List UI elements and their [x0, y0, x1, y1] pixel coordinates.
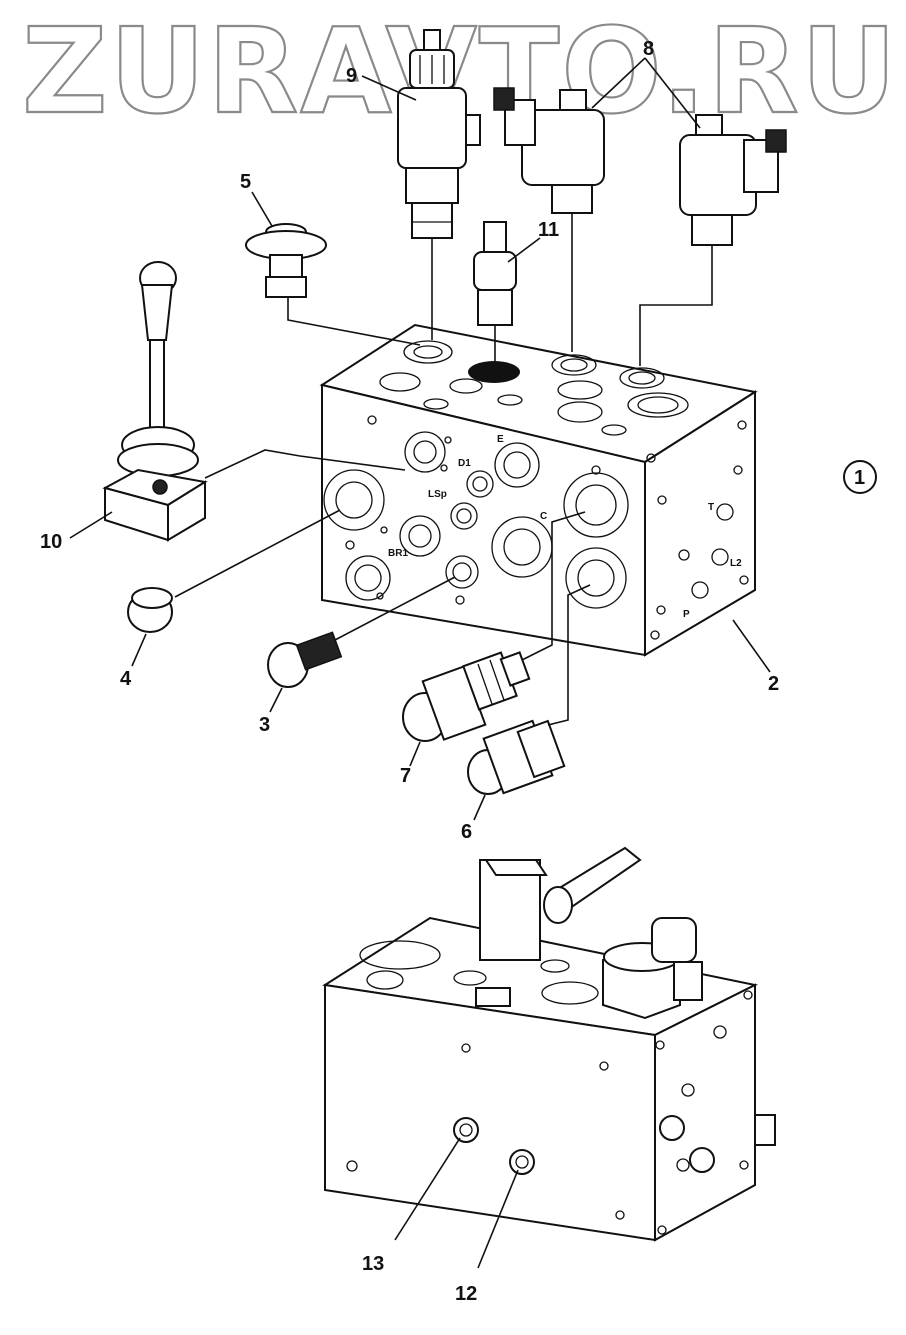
cartridge-valve-3 [267, 576, 456, 688]
assembly-callout: 1 [843, 460, 877, 494]
port-label-c: C [540, 511, 547, 522]
solenoid-valve-9 [397, 29, 481, 340]
port-label-t: T [708, 502, 714, 513]
plug-part-4 [127, 509, 341, 633]
callout-6: 6 [461, 821, 472, 843]
port-label-lsp: LSp [428, 489, 447, 500]
callout-12: 12 [455, 1283, 477, 1305]
plug-part-5 [245, 223, 421, 346]
port-label-d1: D1 [458, 458, 471, 469]
pressure-switch-11 [473, 221, 517, 362]
callout-8: 8 [643, 38, 654, 60]
callout-4: 4 [120, 668, 132, 690]
port-label-p: P [683, 609, 690, 620]
valve-block-top: D1 E LSp C BR1 T P L2 [319, 323, 758, 657]
port-label-l2: L2 [730, 558, 742, 569]
relief-valve-7 [402, 511, 586, 742]
callout-7: 7 [400, 765, 411, 787]
hand-lever-10 [102, 261, 406, 542]
callout-1: 1 [854, 467, 865, 489]
solenoid-valve-8a [493, 87, 605, 352]
leader-lines [69, 57, 771, 821]
solenoid-valve-8b [639, 114, 787, 366]
port-label-br1: BR1 [388, 548, 408, 559]
relief-valve-6 [467, 584, 591, 795]
callout-11: 11 [538, 219, 559, 241]
callout-10: 10 [40, 531, 62, 553]
valve-block-assembled [322, 846, 776, 1269]
callout-3: 3 [259, 714, 270, 736]
watermark: ZURAVTO.RU [22, 2, 899, 140]
port-label-e: E [497, 434, 504, 445]
callout-13: 13 [362, 1253, 384, 1275]
callout-2: 2 [768, 673, 779, 695]
callout-5: 5 [240, 171, 251, 193]
callout-9: 9 [346, 65, 357, 87]
